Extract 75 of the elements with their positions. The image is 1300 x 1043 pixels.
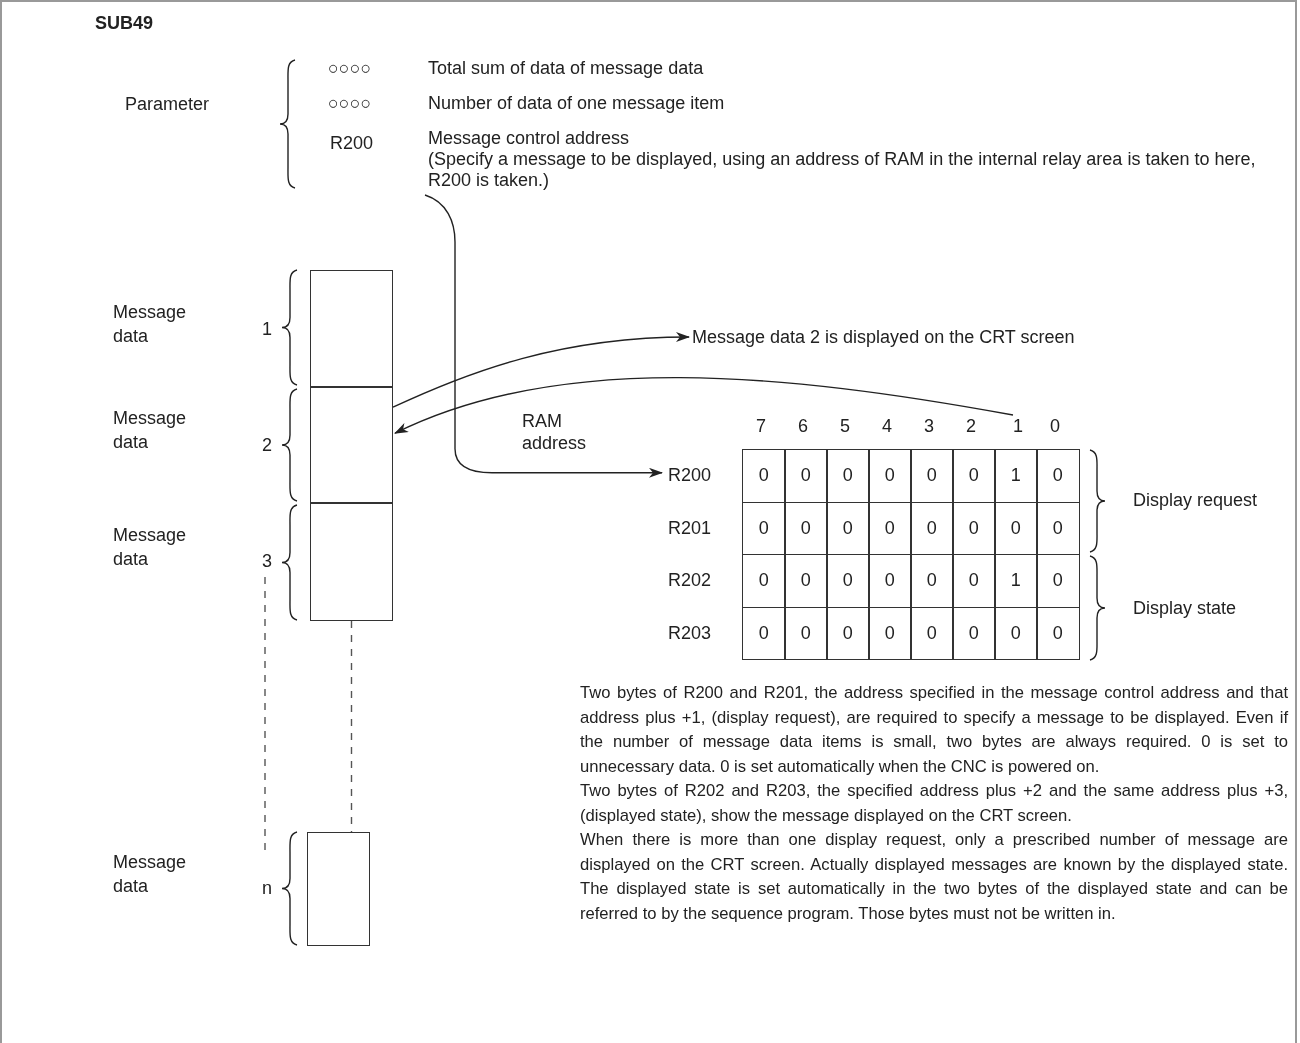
paragraph: Two bytes of R200 and R201, the address specified in the message control address and that address plus +1, (display request), are required to specify a message to be displayed. Even if the number of message data items is small, two bytes are always required. 0 is set to unnecessary data. 0 is set automatically when the CNC is powered on. (580, 682, 1288, 778)
paragraph: Two bytes of R202 and R203, the specified address plus +2 and the same address plus +3, (displayed state), show the message displayed on the CRT screen. (580, 780, 1288, 827)
column-header: 3 (924, 415, 934, 437)
row-label: R200 (668, 464, 712, 486)
parameter-value: ○○○○ (328, 57, 372, 79)
table-cell: 0 (952, 501, 996, 555)
table-cell: 0 (994, 501, 1038, 555)
column-header: 2 (966, 415, 976, 437)
table-cell: 0 (910, 501, 954, 555)
side-label: Parameter (125, 93, 210, 115)
parameter-value: ○○○○ (328, 92, 372, 114)
table-cell: 0 (952, 554, 996, 608)
table-cell: 0 (910, 554, 954, 608)
table-cell: 0 (784, 606, 828, 660)
table-cell: 0 (742, 606, 786, 660)
column-header: 1 (1013, 415, 1023, 437)
table-cell: 0 (742, 554, 786, 608)
memory-block (310, 386, 393, 504)
table-cell: 0 (826, 554, 870, 608)
table-cell: 0 (994, 606, 1038, 660)
parameter-description: (Specify a message to be displayed, using an address of RAM in the internal relay area is taken to here, R200 is taken.) (428, 149, 1257, 191)
parameter-name: Message control address (428, 127, 631, 149)
row-label: R201 (668, 516, 712, 539)
table-cell: 0 (868, 606, 912, 660)
column-header: 0 (1050, 415, 1060, 437)
arrow (424, 194, 663, 478)
row-label: R202 (668, 569, 712, 591)
connector-line (350, 620, 353, 833)
table-cell: 0 (910, 606, 954, 660)
side-label: Message data (113, 301, 188, 348)
block-number: 1 (262, 318, 272, 340)
note-text: Message data 2 is displayed on the CRT screen (692, 326, 1075, 348)
column-header: 7 (756, 415, 766, 437)
table-cell: 0 (1036, 449, 1080, 503)
table-cell: 0 (742, 501, 786, 555)
table-cell: 0 (826, 606, 870, 660)
memory-block (307, 832, 370, 946)
arrow (392, 332, 690, 408)
side-label: Message data (113, 851, 188, 898)
table-cell: 0 (868, 501, 912, 555)
side-label: Display request (1133, 489, 1258, 511)
column-header: 4 (882, 415, 892, 437)
parameter-value: R200 (330, 132, 374, 154)
arrow (394, 376, 1014, 434)
table-cell: 0 (784, 501, 828, 555)
row-label: R203 (668, 621, 712, 644)
parameter-name: Total sum of data of message data (428, 57, 704, 79)
paragraph: When there is more than one display request, only a prescribed number of message are displayed on the CRT screen. Actually displayed messages are known by the displayed state. The displayed state is set automatically in the two bytes of the displayed state and can be referred to by the sequence program. Those bytes must not be written in. (580, 829, 1288, 925)
table-cell: 0 (910, 449, 954, 503)
table-cell: 0 (1036, 554, 1080, 608)
block-number: n (262, 877, 272, 899)
table-cell: 0 (868, 449, 912, 503)
column-header: 6 (798, 415, 808, 437)
table-cell: 0 (868, 554, 912, 608)
table-cell: 0 (742, 449, 786, 503)
table-cell: 0 (826, 501, 870, 555)
table-cell: 0 (784, 449, 828, 503)
column-header: 5 (840, 415, 850, 437)
side-label: Message data (113, 407, 188, 454)
table-cell: 1 (994, 554, 1038, 608)
memory-block (310, 270, 393, 388)
side-label: Display state (1133, 597, 1237, 619)
memory-block (310, 502, 393, 621)
table-cell: 0 (784, 554, 828, 608)
table-cell: 0 (952, 606, 996, 660)
block-number: 2 (262, 434, 272, 456)
parameter-name: Number of data of one message item (428, 92, 725, 114)
table-cell: 0 (952, 449, 996, 503)
table-cell: 0 (826, 449, 870, 503)
table-cell: 0 (1036, 501, 1080, 555)
block-number: 3 (262, 550, 272, 572)
table-cell: 0 (1036, 606, 1080, 660)
table-cell: 1 (994, 449, 1038, 503)
title: SUB49 (95, 12, 154, 34)
side-label: Message data (113, 524, 188, 571)
